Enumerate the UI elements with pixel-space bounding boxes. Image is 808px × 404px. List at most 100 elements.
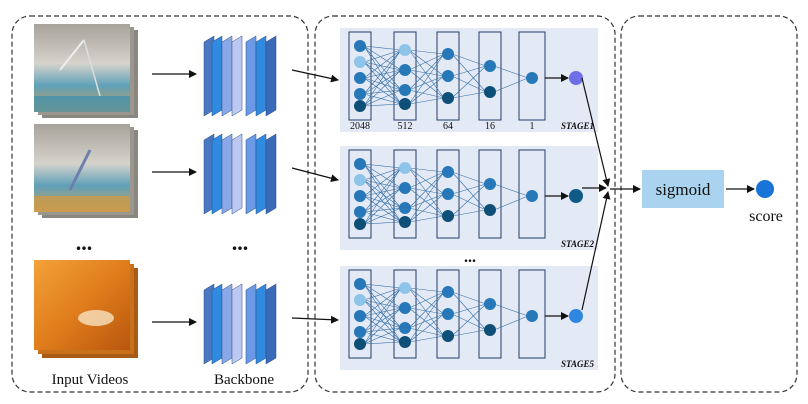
connection: [363, 299, 402, 343]
connection: [408, 307, 445, 337]
connection: [363, 163, 402, 223]
input-videos-label: Input Videos: [52, 372, 129, 388]
arrow-stage1-merge: [581, 77, 611, 187]
connection: [363, 299, 402, 329]
connection: [363, 49, 402, 63]
input-video-1: [34, 24, 138, 118]
backbone-block: [203, 35, 277, 117]
neuron: [399, 84, 411, 96]
neuron: [354, 88, 366, 100]
connection: [363, 283, 402, 329]
connection: [363, 315, 402, 343]
neuron: [354, 190, 366, 202]
connection: [363, 299, 402, 309]
connection: [408, 69, 445, 77]
neuron: [354, 206, 366, 218]
input-video-n: [34, 260, 138, 358]
connection: [363, 167, 402, 197]
layer-frame: [478, 149, 502, 239]
connection: [408, 75, 445, 105]
connection: [363, 163, 402, 189]
connection: [363, 49, 402, 79]
connection: [363, 207, 402, 213]
connection: [408, 291, 445, 343]
backbone-layer: [211, 35, 223, 117]
connection: [451, 313, 487, 331]
connection: [363, 69, 402, 107]
connection: [408, 167, 445, 217]
connection: [363, 287, 402, 301]
backbone-ellipsis: ...: [232, 230, 249, 255]
backbone-block: [203, 133, 277, 215]
backbone-layer: [231, 133, 243, 215]
layer-frame: [348, 31, 372, 121]
neuron: [354, 72, 366, 84]
sigmoid-label: sigmoid: [656, 180, 711, 199]
connection: [408, 291, 445, 309]
neuron: [442, 48, 454, 60]
neuron: [442, 330, 454, 342]
connection: [451, 291, 487, 305]
connection: [363, 327, 402, 345]
connection: [408, 167, 445, 195]
input-video-2: [34, 124, 138, 218]
neuron: [399, 44, 411, 56]
connection: [363, 315, 402, 329]
connection: [451, 75, 487, 93]
connection: [408, 69, 445, 99]
backbone-layer: [265, 35, 277, 117]
connection: [408, 193, 445, 223]
connection: [451, 193, 487, 211]
backbone-label: Backbone: [214, 372, 274, 388]
connection: [363, 211, 402, 223]
connection: [408, 327, 445, 337]
connection: [408, 215, 445, 223]
layer-frame: [436, 269, 460, 359]
connection: [451, 303, 487, 315]
connection: [451, 65, 487, 77]
backbone-layer: [245, 35, 257, 117]
connection: [363, 187, 402, 197]
layer-frame: [348, 269, 372, 359]
connection: [363, 179, 402, 223]
stage-background: [340, 28, 598, 132]
neuron: [354, 338, 366, 350]
connection: [451, 53, 487, 67]
backbone-layer: [221, 35, 233, 117]
connection: [363, 61, 402, 71]
layer-frame: [518, 149, 546, 239]
connection: [408, 335, 445, 343]
connection: [363, 89, 402, 95]
connection: [408, 49, 445, 77]
connection: [408, 49, 445, 99]
neuron: [354, 218, 366, 230]
connection: [451, 303, 487, 337]
connection: [363, 331, 402, 343]
connection: [493, 65, 529, 79]
connection: [451, 171, 487, 211]
connection: [408, 171, 445, 223]
connection: [363, 61, 402, 91]
connection: [408, 313, 445, 329]
connection: [408, 287, 445, 337]
stages-ellipsis: ...: [464, 249, 476, 266]
backbone-layer: [265, 283, 277, 365]
neuron: [354, 40, 366, 52]
connection: [363, 103, 402, 107]
neuron: [399, 98, 411, 110]
backbone-layer: [255, 133, 267, 215]
neuron: [484, 60, 496, 72]
layer-frame: [436, 31, 460, 121]
neuron: [399, 202, 411, 214]
neuron: [354, 56, 366, 68]
connection: [363, 45, 402, 91]
arrow-backbone-stage-n: [291, 315, 339, 324]
score-label: score: [749, 208, 783, 225]
connection: [363, 221, 402, 225]
connection: [493, 195, 529, 211]
connection: [363, 45, 402, 71]
connection: [408, 53, 445, 105]
connection: [408, 53, 445, 71]
neuron: [399, 302, 411, 314]
stage-background: [340, 266, 598, 370]
